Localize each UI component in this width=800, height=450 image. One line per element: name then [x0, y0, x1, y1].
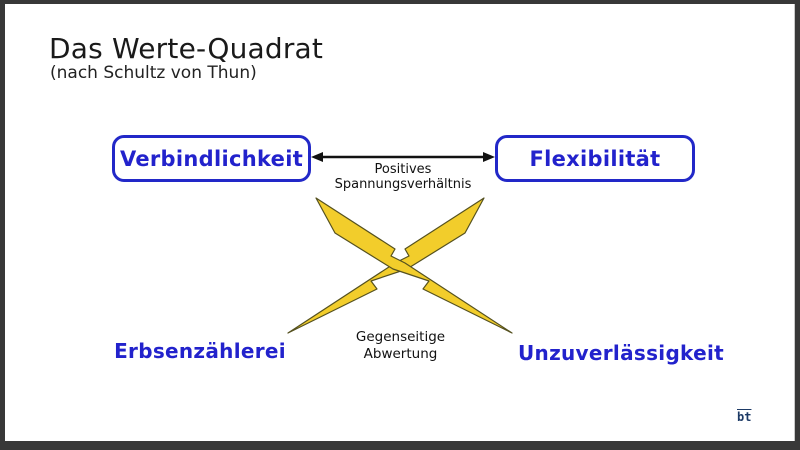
value-label-top-left: Verbindlichkeit — [119, 146, 304, 171]
lightning-bolt-left-to-right — [315, 197, 513, 334]
tension-label: Positives Spannungsverhältnis — [334, 162, 472, 192]
value-label-bottom-left: Erbsenzählerei — [114, 339, 286, 363]
crossed-lightning-bolts-icon — [287, 197, 513, 334]
devaluation-label: Gegenseitige Abwertung — [355, 329, 446, 362]
value-label-bottom-right: Unzuverlässigkeit — [518, 341, 724, 365]
value-box-top-left: Verbindlichkeit — [112, 135, 311, 182]
slide-title: Das Werte-Quadrat — [49, 32, 324, 65]
lightning-bolt-right-to-left — [287, 197, 485, 334]
arrowhead-left — [311, 152, 323, 162]
slide-subtitle: (nach Schultz von Thun) — [50, 63, 257, 83]
value-box-top-right: Flexibilität — [495, 135, 695, 182]
value-label-top-right: Flexibilität — [529, 146, 661, 171]
slide: Das Werte-Quadrat (nach Schultz von Thun… — [5, 4, 795, 441]
bt-logo: bt — [737, 410, 752, 424]
arrowhead-right — [483, 152, 495, 162]
double-arrow-icon — [311, 152, 495, 162]
